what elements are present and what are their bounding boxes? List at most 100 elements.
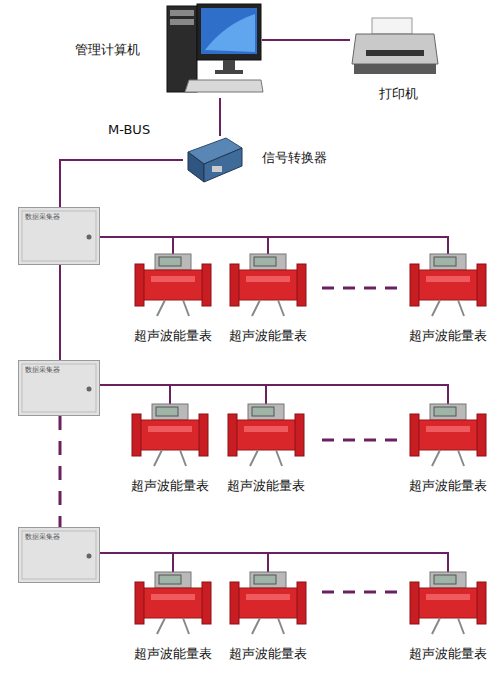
keyboard — [185, 80, 263, 92]
printer-icon — [350, 16, 440, 78]
tower-case — [167, 6, 197, 92]
coll-node: 数据采集器 — [18, 207, 100, 265]
meter-flange — [132, 414, 141, 456]
cabinet-lock — [87, 235, 92, 240]
temp-probe — [278, 300, 284, 316]
node-label: 超声波能量表 — [219, 328, 317, 344]
temp-probe — [458, 450, 464, 466]
node-label: 超声波能量表 — [219, 646, 317, 662]
bus-wire — [100, 385, 266, 404]
coll-node: 数据采集器 — [18, 527, 100, 583]
bus-wire — [59, 265, 61, 360]
cabinet-label: 数据采集器 — [25, 213, 60, 222]
cabinet-door — [22, 531, 96, 579]
temp-probe — [183, 618, 189, 634]
bus-wire — [262, 39, 350, 41]
monitor-screen — [201, 8, 257, 54]
meter-flange — [410, 414, 419, 456]
pipe-highlight — [148, 426, 192, 432]
paper-slot — [366, 50, 424, 56]
meter-icon — [402, 252, 494, 322]
meter-flange — [135, 582, 144, 624]
meter-node: 超声波能量表 — [219, 252, 317, 347]
temp-probe — [157, 618, 165, 634]
meter-node: 超声波能量表 — [399, 402, 497, 497]
bus-wire — [100, 237, 448, 254]
pipe-highlight — [151, 594, 195, 600]
node-label: 超声波能量表 — [124, 328, 222, 344]
printer-node: 打印机 — [350, 16, 446, 108]
cabinet-lock — [87, 554, 92, 559]
temp-probe — [458, 300, 464, 316]
temp-probe — [276, 450, 282, 466]
node-label: 超声波能量表 — [399, 328, 497, 344]
meter-icon — [222, 252, 314, 322]
meter-flange — [297, 582, 306, 624]
bus-wire — [60, 160, 183, 207]
cabinet-label: 数据采集器 — [25, 366, 60, 375]
meter-pipe — [143, 270, 203, 300]
meter-pipe — [238, 588, 298, 618]
pipe-highlight — [244, 426, 288, 432]
temp-probe — [157, 300, 165, 316]
meter-flange — [230, 582, 239, 624]
monitor-frame — [197, 4, 261, 60]
bus-wire — [100, 385, 448, 404]
bus-wire — [100, 237, 173, 254]
drive-bay — [170, 19, 194, 25]
node-label: 打印机 — [350, 86, 446, 102]
meter-head — [248, 404, 284, 420]
meter-lcd — [159, 575, 181, 584]
meter-flange — [297, 264, 306, 306]
node-label: 超声波能量表 — [124, 646, 222, 662]
meter-lcd — [434, 575, 456, 584]
bus-wire — [100, 553, 173, 572]
node-label: 超声波能量表 — [121, 478, 219, 494]
bus-label: M-BUS — [108, 122, 150, 138]
node-label: 超声波能量表 — [217, 478, 315, 494]
meter-flange — [230, 264, 239, 306]
node-label: 信号转换器 — [262, 150, 327, 166]
meter-flange — [477, 582, 486, 624]
pipe-highlight — [426, 426, 470, 432]
converter-icon — [182, 136, 244, 186]
meter-head — [430, 404, 466, 420]
meter-flange — [202, 582, 211, 624]
omission-dash — [322, 591, 400, 594]
cabinet-label: 数据采集器 — [25, 533, 60, 542]
bus-wire — [59, 416, 62, 527]
meter-icon — [222, 570, 314, 640]
meter-icon — [124, 402, 216, 472]
pipe-highlight — [426, 276, 470, 282]
monitor-stand — [223, 60, 235, 70]
meter-icon — [127, 252, 219, 322]
pipe-highlight — [151, 276, 195, 282]
meter-pipe — [238, 270, 298, 300]
temp-probe — [432, 618, 440, 634]
cabinet-lock — [87, 387, 92, 392]
meter-flange — [295, 414, 304, 456]
pc-node: 管理计算机 — [70, 0, 265, 98]
meter-head — [155, 254, 191, 270]
meter-flange — [199, 414, 208, 456]
temp-probe — [180, 450, 186, 466]
meter-node: 超声波能量表 — [217, 402, 315, 497]
drive-bay — [170, 10, 194, 16]
printer-body — [352, 34, 438, 64]
printer-base — [354, 64, 436, 74]
paper — [372, 18, 412, 34]
pipe-highlight — [246, 594, 290, 600]
meter-head — [250, 254, 286, 270]
temp-probe — [154, 450, 162, 466]
meter-flange — [477, 414, 486, 456]
meter-lcd — [254, 257, 276, 266]
cabinet-door — [22, 211, 96, 261]
serial-port — [212, 166, 222, 172]
pipe-highlight — [246, 276, 290, 282]
node-label: 超声波能量表 — [399, 646, 497, 662]
meter-pipe — [418, 588, 478, 618]
screen-glare — [205, 14, 255, 52]
meter-node: 超声波能量表 — [124, 570, 222, 665]
meter-lcd — [156, 407, 178, 416]
meter-node: 超声波能量表 — [399, 252, 497, 347]
